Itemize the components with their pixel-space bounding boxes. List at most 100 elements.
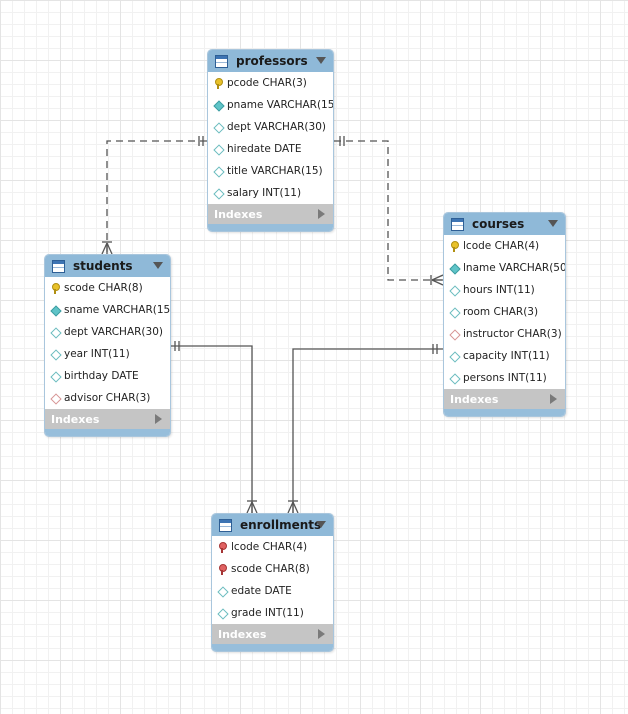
column-label: dept VARCHAR(30) xyxy=(64,326,163,338)
foreign-key-column-icon xyxy=(50,393,60,403)
table-students[interactable]: students scode CHAR(8) sname VARCHAR(15)… xyxy=(44,254,171,437)
column-row[interactable]: pname VARCHAR(15) xyxy=(208,94,333,116)
relationship-courses-enrollments[interactable] xyxy=(292,348,443,513)
table-enrollments[interactable]: enrollments lcode CHAR(4) scode CHAR(8) … xyxy=(211,513,334,652)
column-row[interactable]: scode CHAR(8) xyxy=(212,558,333,580)
column-row[interactable]: salary INT(11) xyxy=(208,182,333,204)
column-row[interactable]: lcode CHAR(4) xyxy=(212,536,333,558)
column-row[interactable]: lname VARCHAR(50) xyxy=(444,257,565,279)
table-courses[interactable]: courses lcode CHAR(4) lname VARCHAR(50) … xyxy=(443,212,566,417)
table-footer xyxy=(212,644,333,651)
not-null-column-icon xyxy=(449,263,459,273)
column-label: lcode CHAR(4) xyxy=(463,240,540,252)
table-header[interactable]: courses xyxy=(444,213,565,235)
expand-arrow-icon[interactable] xyxy=(550,394,557,404)
table-professors[interactable]: professors pcode CHAR(3) pname VARCHAR(1… xyxy=(207,49,334,232)
relationship-professors-students[interactable] xyxy=(106,140,207,254)
indexes-section[interactable]: Indexes xyxy=(208,204,333,224)
nullable-column-icon xyxy=(213,188,223,198)
indexes-label: Indexes xyxy=(51,412,100,426)
expand-arrow-icon[interactable] xyxy=(318,629,325,639)
column-label: capacity INT(11) xyxy=(463,350,550,362)
column-label: room CHAR(3) xyxy=(463,306,539,318)
table-title: enrollments xyxy=(240,518,322,532)
column-row[interactable]: hours INT(11) xyxy=(444,279,565,301)
table-icon xyxy=(52,259,65,273)
column-label: hours INT(11) xyxy=(463,284,535,296)
column-row[interactable]: lcode CHAR(4) xyxy=(444,235,565,257)
column-row[interactable]: birthday DATE xyxy=(45,365,170,387)
one-marker-students-enrollments xyxy=(174,341,180,351)
expand-arrow-icon[interactable] xyxy=(318,209,325,219)
column-label: grade INT(11) xyxy=(231,607,304,619)
table-menu-arrow-icon[interactable] xyxy=(153,262,163,269)
column-row[interactable]: sname VARCHAR(15) xyxy=(45,299,170,321)
column-row[interactable]: hiredate DATE xyxy=(208,138,333,160)
table-header[interactable]: enrollments xyxy=(212,514,333,536)
indexes-section[interactable]: Indexes xyxy=(212,624,333,644)
nullable-column-icon xyxy=(449,307,459,317)
table-header[interactable]: students xyxy=(45,255,170,277)
indexes-label: Indexes xyxy=(450,392,499,406)
table-footer xyxy=(45,429,170,436)
column-label: dept VARCHAR(30) xyxy=(227,121,326,133)
column-row[interactable]: edate DATE xyxy=(212,580,333,602)
foreign-primary-key-icon xyxy=(217,564,227,575)
nullable-column-icon xyxy=(50,371,60,381)
many-marker-enrollments-courses xyxy=(287,500,299,514)
column-label: lname VARCHAR(50) xyxy=(463,262,566,274)
primary-key-icon xyxy=(213,78,223,89)
primary-key-icon xyxy=(50,283,60,294)
primary-key-icon xyxy=(449,241,459,252)
nullable-column-icon xyxy=(213,166,223,176)
relationship-professors-courses[interactable] xyxy=(334,140,443,281)
nullable-column-icon xyxy=(449,373,459,383)
nullable-column-icon xyxy=(217,608,227,618)
nullable-column-icon xyxy=(213,122,223,132)
many-marker-courses xyxy=(430,274,444,286)
one-marker-professors-courses xyxy=(339,136,345,146)
table-menu-arrow-icon[interactable] xyxy=(316,521,326,528)
table-header[interactable]: professors xyxy=(208,50,333,72)
nullable-column-icon xyxy=(50,349,60,359)
indexes-section[interactable]: Indexes xyxy=(45,409,170,429)
column-row[interactable]: pcode CHAR(3) xyxy=(208,72,333,94)
indexes-label: Indexes xyxy=(214,207,263,221)
column-row[interactable]: instructor CHAR(3) xyxy=(444,323,565,345)
column-label: pname VARCHAR(15) xyxy=(227,99,334,111)
column-row[interactable]: title VARCHAR(15) xyxy=(208,160,333,182)
table-title: students xyxy=(73,259,133,273)
expand-arrow-icon[interactable] xyxy=(155,414,162,424)
column-row[interactable]: dept VARCHAR(30) xyxy=(45,321,170,343)
table-footer xyxy=(444,409,565,416)
column-row[interactable]: grade INT(11) xyxy=(212,602,333,624)
relationship-students-enrollments[interactable] xyxy=(170,345,253,513)
one-marker-professors-students xyxy=(198,136,204,146)
column-row[interactable]: room CHAR(3) xyxy=(444,301,565,323)
column-row[interactable]: year INT(11) xyxy=(45,343,170,365)
column-label: salary INT(11) xyxy=(227,187,302,199)
column-label: instructor CHAR(3) xyxy=(463,328,562,340)
column-row[interactable]: scode CHAR(8) xyxy=(45,277,170,299)
column-row[interactable]: capacity INT(11) xyxy=(444,345,565,367)
column-label: scode CHAR(8) xyxy=(64,282,143,294)
foreign-primary-key-icon xyxy=(217,542,227,553)
table-footer xyxy=(208,224,333,231)
table-icon xyxy=(451,217,464,231)
table-menu-arrow-icon[interactable] xyxy=(316,57,326,64)
column-label: scode CHAR(8) xyxy=(231,563,310,575)
nullable-column-icon xyxy=(50,327,60,337)
indexes-section[interactable]: Indexes xyxy=(444,389,565,409)
column-label: lcode CHAR(4) xyxy=(231,541,308,553)
column-label: advisor CHAR(3) xyxy=(64,392,151,404)
nullable-column-icon xyxy=(449,285,459,295)
column-label: hiredate DATE xyxy=(227,143,302,155)
column-row[interactable]: dept VARCHAR(30) xyxy=(208,116,333,138)
column-label: edate DATE xyxy=(231,585,292,597)
column-label: sname VARCHAR(15) xyxy=(64,304,171,316)
nullable-column-icon xyxy=(449,351,459,361)
column-row[interactable]: advisor CHAR(3) xyxy=(45,387,170,409)
table-menu-arrow-icon[interactable] xyxy=(548,220,558,227)
column-row[interactable]: persons INT(11) xyxy=(444,367,565,389)
